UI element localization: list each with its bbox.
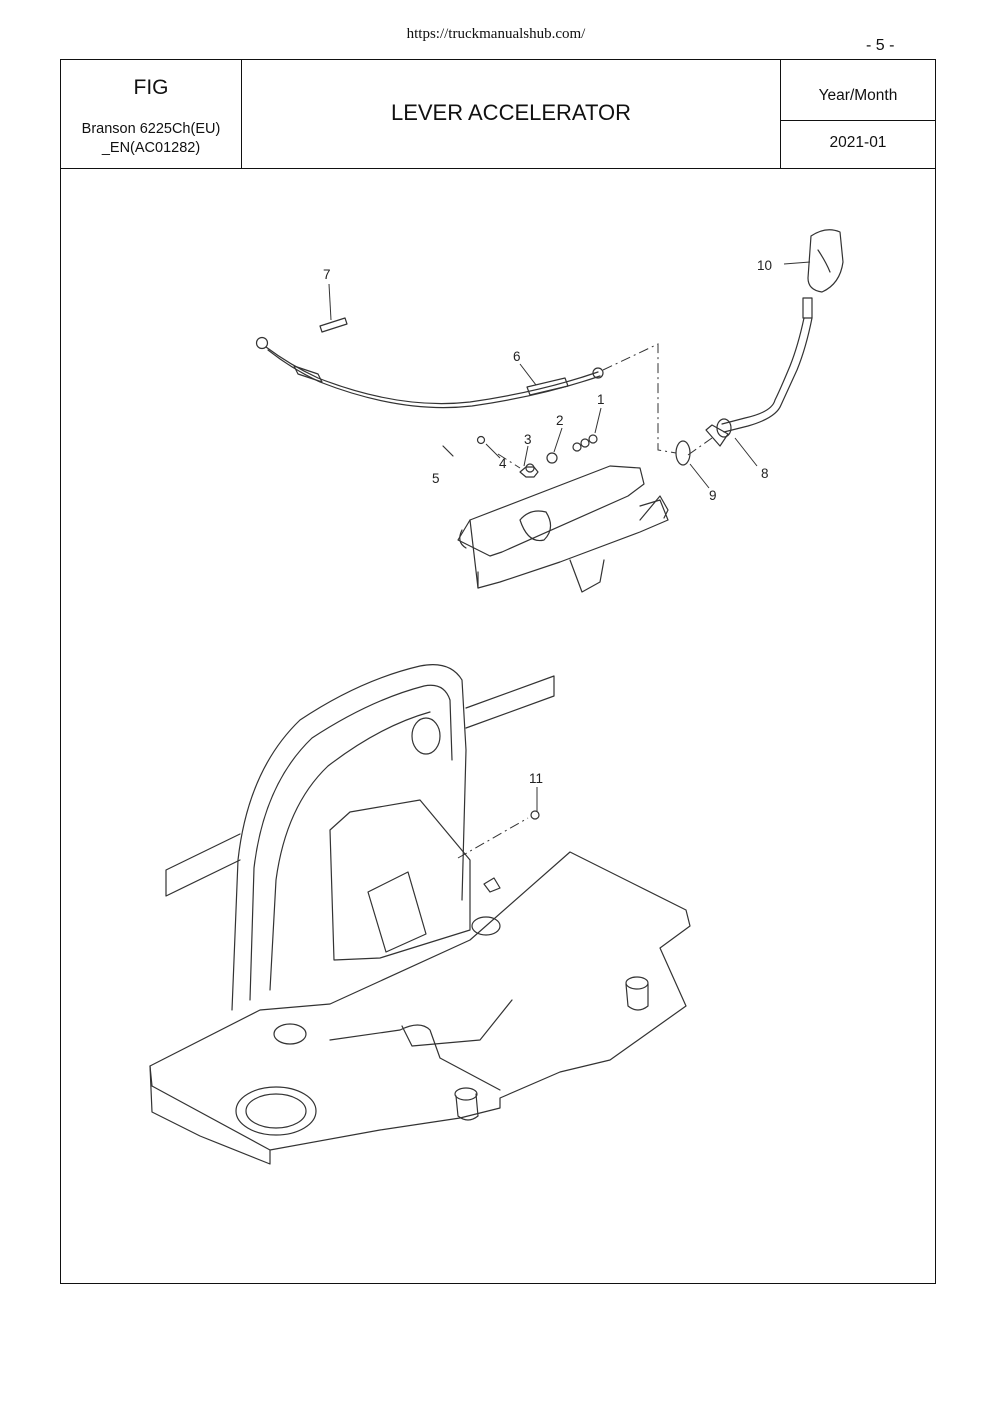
callout-7: 7 (323, 267, 331, 282)
callout-6: 6 (513, 349, 521, 364)
pedal-bracket (457, 465, 669, 593)
lever-assembly (705, 229, 844, 447)
model-line-1: Branson 6225Ch(EU) (81, 121, 221, 137)
cable-clip (319, 317, 348, 333)
callout-4: 4 (499, 456, 507, 471)
fig-label: FIG (133, 76, 169, 99)
accelerator-cable (255, 336, 604, 409)
washer-9 (675, 440, 691, 466)
date-cell: Year/Month 2021-01 (781, 60, 935, 168)
fig-cell: FIG Branson 6225Ch(EU) _EN(AC01282) (61, 60, 242, 168)
model-code: Branson 6225Ch(EU) _EN(AC01282) (61, 120, 241, 158)
date-label: Year/Month (781, 60, 935, 121)
callout-10: 10 (757, 258, 772, 273)
callout-9: 9 (709, 488, 717, 503)
page-number: - 5 - (866, 37, 895, 54)
assembly-guides (457, 343, 713, 859)
page-title: LEVER ACCELERATOR (390, 100, 632, 125)
callout-3: 3 (524, 432, 532, 447)
leader-lines (328, 261, 811, 812)
callout-1: 1 (597, 392, 605, 407)
title-cell: LEVER ACCELERATOR (242, 60, 781, 168)
date-value: 2021-01 (829, 134, 887, 151)
model-line-2: _EN(AC01282) (101, 140, 201, 156)
callout-2: 2 (556, 413, 564, 428)
source-url: https://truckmanualshub.com/ (406, 26, 586, 42)
callout-11: 11 (529, 771, 543, 786)
small-hardware (442, 434, 598, 478)
header-table: FIG Branson 6225Ch(EU) _EN(AC01282) LEVE… (61, 60, 935, 169)
callout-5: 5 (432, 471, 440, 486)
page-frame: FIG Branson 6225Ch(EU) _EN(AC01282) LEVE… (60, 59, 936, 1284)
cab-floor-structure (149, 664, 691, 1165)
callout-8: 8 (761, 466, 769, 481)
